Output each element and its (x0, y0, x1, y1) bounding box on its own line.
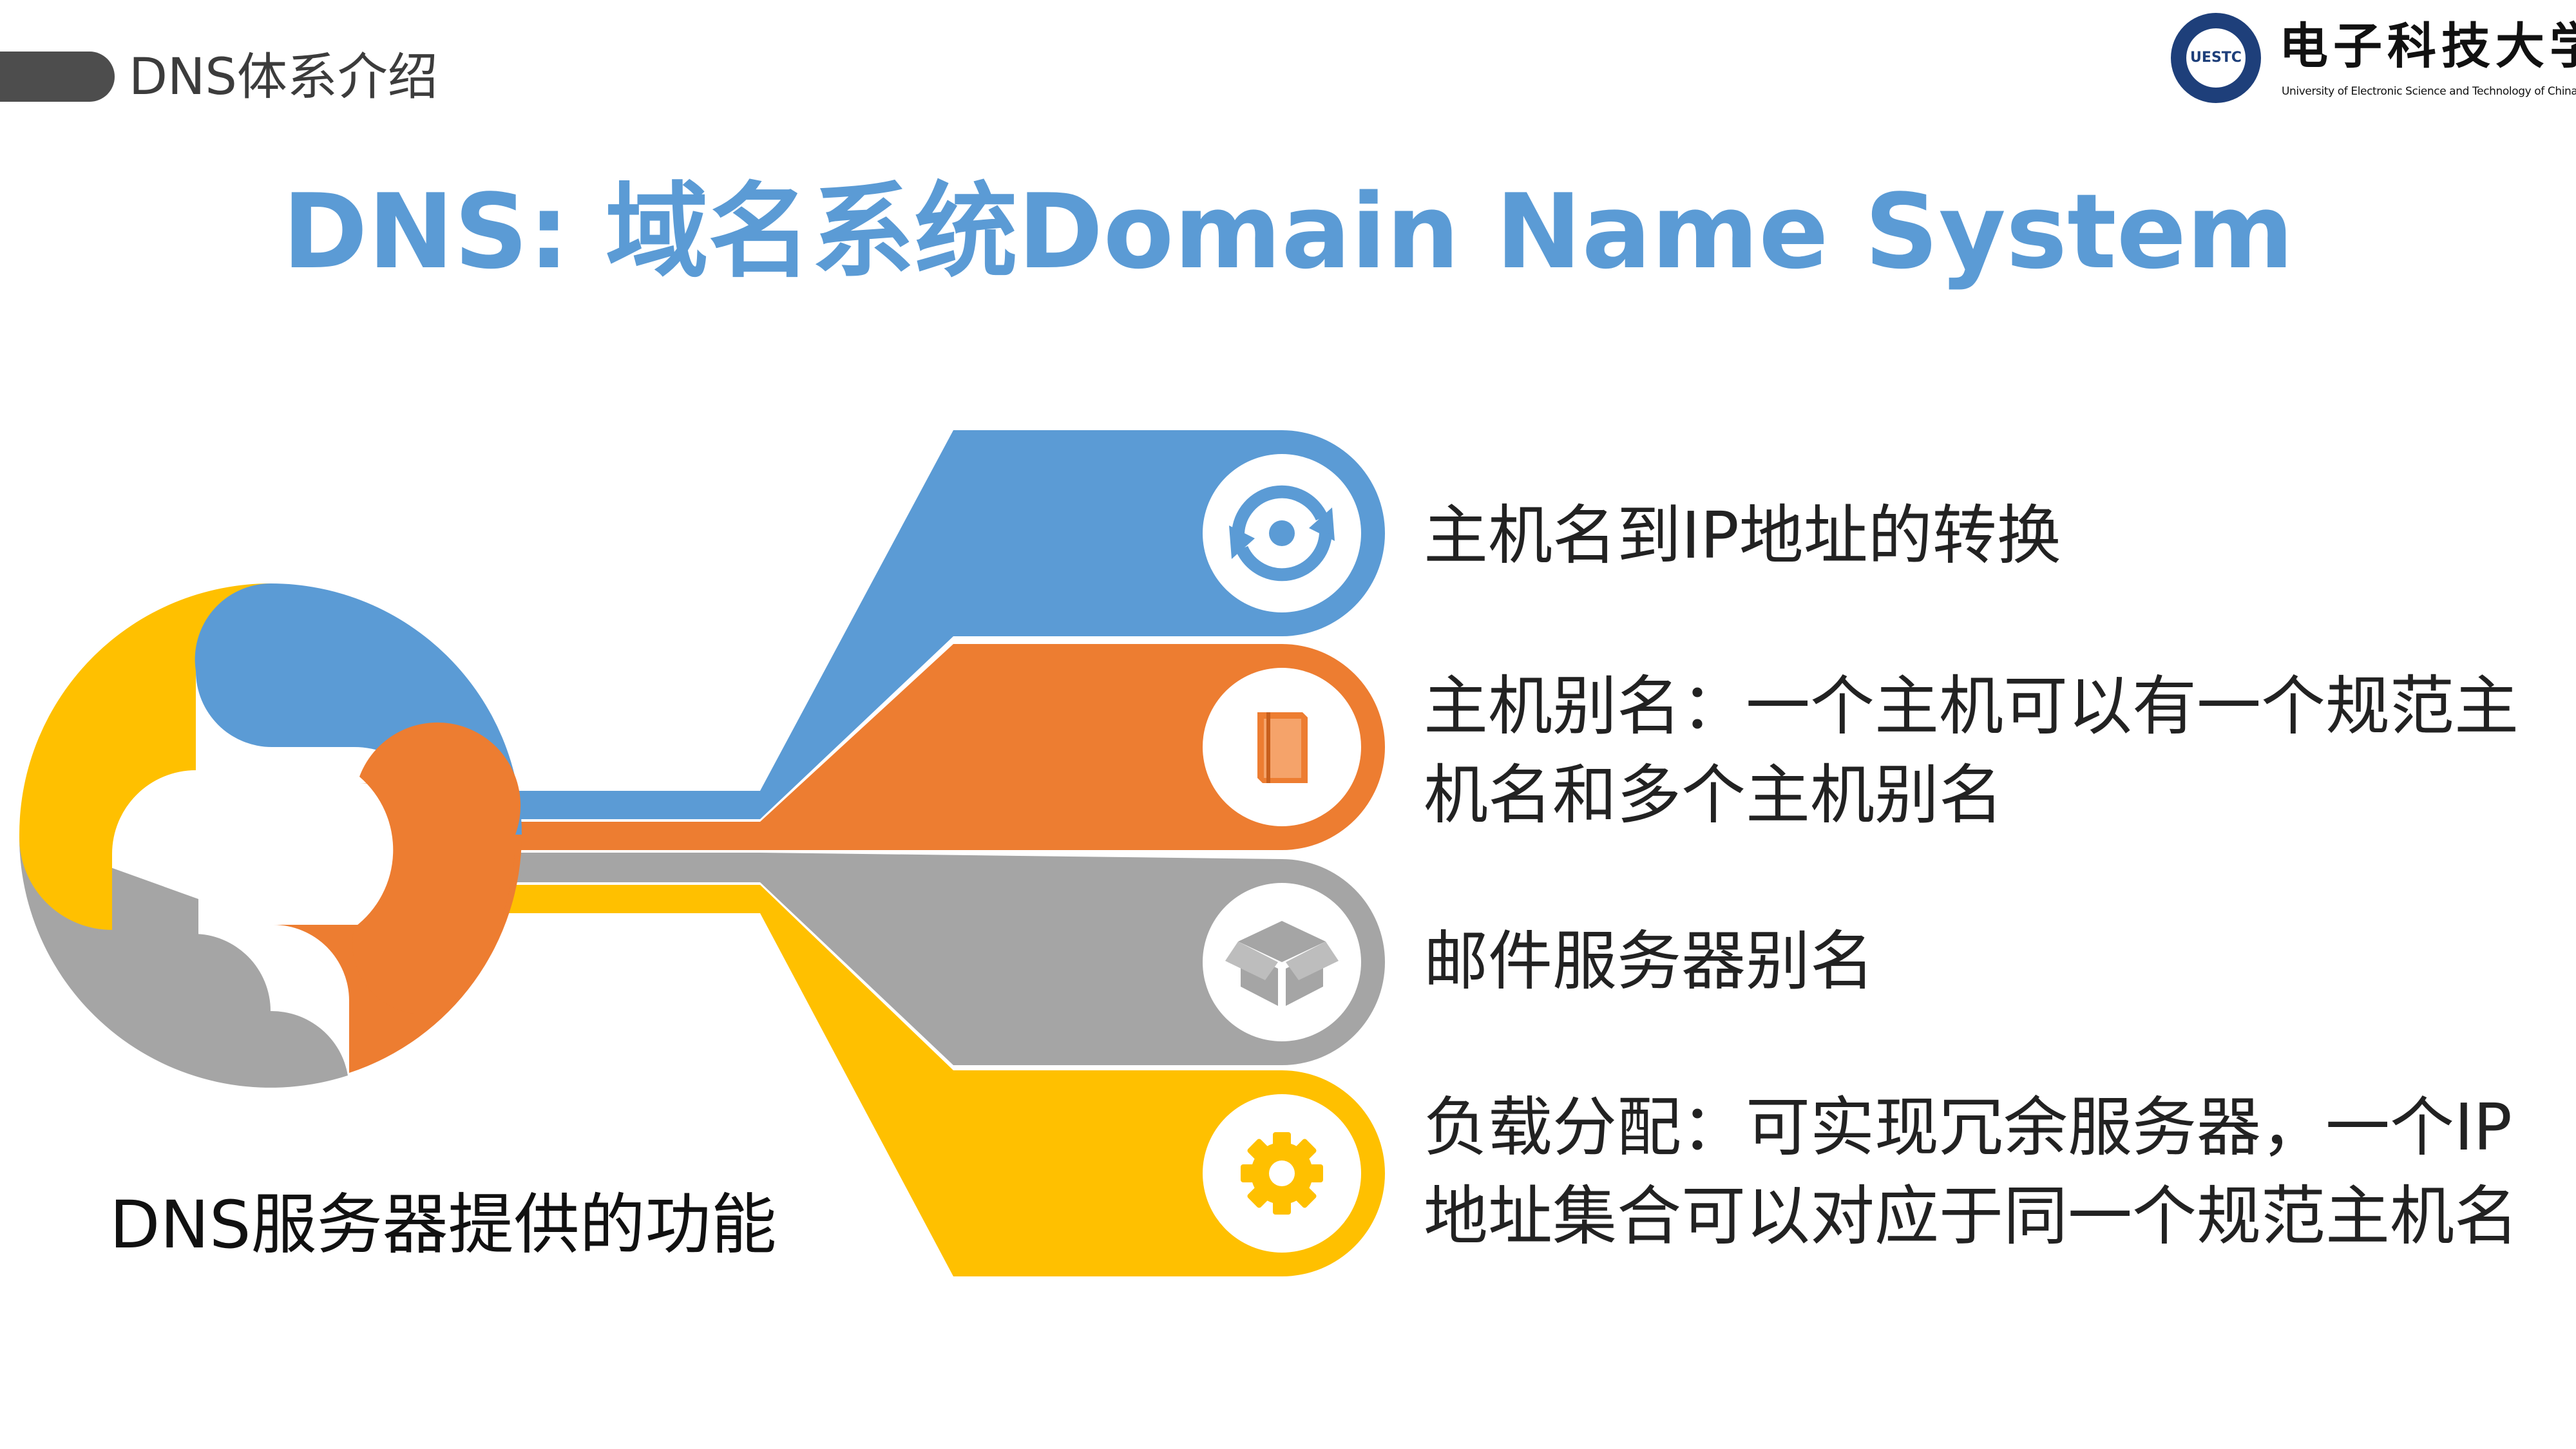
ring-yellow (19, 583, 271, 930)
ring-hole (197, 761, 344, 908)
book-icon (1257, 712, 1308, 783)
function-ring (19, 583, 522, 1088)
function-text-2: 主机别名：一个主机可以有一个规范主机名和多个主机别名 (1424, 668, 2519, 833)
connector-gray (502, 853, 760, 882)
university-seal-text: UESTC (2186, 28, 2246, 88)
university-seal: UESTC (2171, 13, 2261, 103)
center-label: DNS服务器提供的功能 (110, 1187, 777, 1264)
function-text-3: 邮件服务器别名 (1424, 923, 1875, 999)
university-name-cn: 电子科技大学 (2279, 17, 2576, 75)
ring-gray-blob (19, 837, 348, 1088)
section-label: DNS体系介绍 (129, 48, 438, 106)
function-text-1: 主机名到IP地址的转换 (1424, 498, 2061, 573)
ring-orange-blob (352, 722, 521, 1015)
connector-orange (502, 822, 760, 850)
university-name-en: University of Electronic Science and Tec… (2282, 85, 2576, 98)
function-text-4: 负载分配：可实现冗余服务器，一个IP地址集合可以对应于同一个规范主机名 (1424, 1090, 2519, 1254)
section-marker-bar (0, 52, 115, 102)
box-icon (1225, 921, 1339, 1006)
slide-title: DNS: 域名系统Domain Name System (282, 171, 2294, 292)
university-logo: UESTC 电子科技大学 University of Electronic Sc… (2171, 13, 2576, 109)
sync-arrows-icon (1229, 485, 1335, 582)
gear-icon (1241, 1132, 1323, 1215)
connector-yellow (502, 885, 760, 913)
connector-blue (502, 791, 760, 819)
